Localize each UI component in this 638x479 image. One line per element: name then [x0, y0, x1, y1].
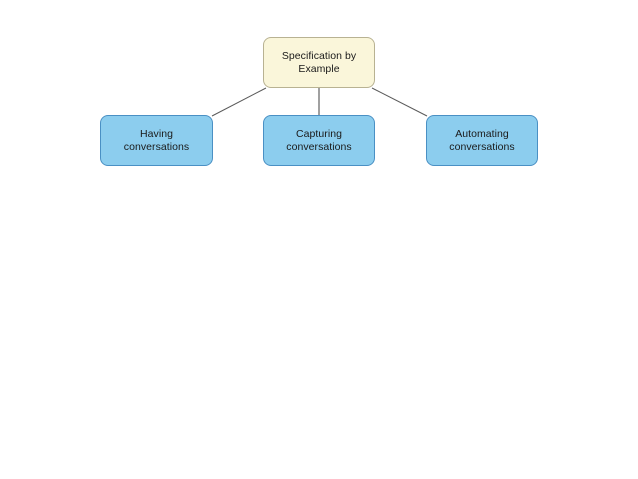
node-label: Automating conversations — [449, 127, 515, 153]
node-capturing-conversations[interactable]: Capturing conversations — [263, 115, 375, 166]
node-having-conversations[interactable]: Having conversations — [100, 115, 213, 166]
node-automating-conversations[interactable]: Automating conversations — [426, 115, 538, 166]
node-specification-by-example[interactable]: Specification by Example — [263, 37, 375, 88]
node-label: Capturing conversations — [286, 127, 352, 153]
edge-root-to-automating — [371, 87, 428, 117]
edge-root-to-having — [211, 87, 267, 117]
node-label: Specification by Example — [281, 49, 357, 75]
node-label: Having conversations — [123, 127, 190, 153]
